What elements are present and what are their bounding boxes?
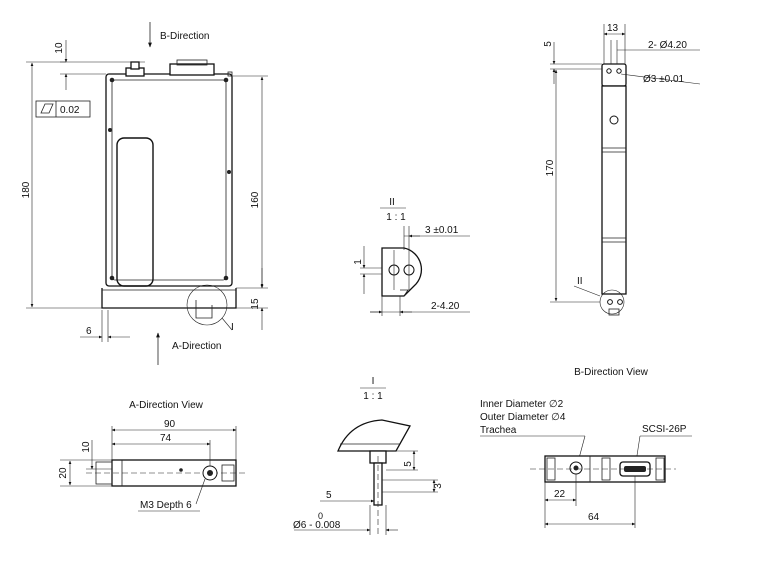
dim-inner: 160 (250, 191, 261, 208)
dim-bottom-offset: 6 (86, 326, 92, 337)
detail-ii-scale: 1 : 1 (386, 212, 406, 223)
dim-13: 13 (607, 23, 619, 34)
front-view: I 10 180 0.02 160 15 6 B- (21, 22, 268, 365)
screw-icon (223, 275, 229, 281)
top-fitting-nut (130, 61, 140, 70)
m3-note: M3 Depth 6 (140, 500, 192, 511)
dim-1: 1 (353, 259, 364, 265)
dim-a-10: 10 (81, 441, 92, 453)
dim-22: 22 (554, 489, 566, 500)
detail-circle-i (186, 284, 228, 326)
dim-height: 180 (21, 181, 32, 198)
detail-ii-label: II (389, 197, 395, 208)
side-port (609, 115, 619, 125)
dim-top: 10 (54, 42, 65, 54)
flatness-icon (40, 103, 54, 114)
display-window (116, 137, 154, 287)
dim-holes: 2-4.20 (431, 301, 460, 312)
connector-label: SCSI-26P (642, 424, 687, 435)
detail-i: I 1 : 1 5 3 5 0 Ø6 - 0.008 (293, 376, 444, 535)
flatness-frame (35, 100, 91, 118)
inner-diameter: Inner Diameter ∅2 (480, 399, 564, 410)
dim-i-5b: 5 (326, 490, 332, 501)
a-direction-view: A-Direction View 90 74 10 20 M3 Depth 6 (58, 400, 245, 512)
top-connector (169, 63, 215, 76)
a-view-title: A-Direction View (129, 400, 204, 411)
dim-i-5a: 5 (403, 461, 414, 467)
dim-side-5: 5 (543, 41, 554, 47)
screw-icon (109, 77, 115, 83)
hole-icon (617, 299, 623, 305)
flatness-value: 0.02 (60, 105, 80, 116)
hole-icon (607, 299, 613, 305)
tol-upper: 0 (318, 511, 323, 521)
dim-3-tol: 3 ±0.01 (425, 225, 459, 236)
dim-a-20: 20 (58, 467, 69, 479)
dim-base: 15 (250, 298, 261, 310)
base-plate (101, 288, 237, 309)
hole-icon (606, 68, 612, 74)
a-direction-label: A-Direction (172, 341, 221, 352)
screw-icon (108, 128, 112, 132)
detail-tag-i: I (231, 322, 234, 333)
detail-ii-part (381, 247, 423, 297)
top-connector-pins (176, 59, 208, 66)
detail-tag-ii: II (577, 276, 583, 287)
side-view: II 13 2- Ø4.20 Ø3 ±0.01 5 170 (543, 23, 701, 316)
detail-i-dome (337, 419, 411, 452)
dim-i-3: 3 (433, 483, 444, 489)
screw-icon (223, 77, 229, 83)
tol-lower: Ø6 - 0.008 (293, 520, 341, 531)
hole-icon (616, 68, 622, 74)
dim-90: 90 (164, 419, 176, 430)
detail-i-scale: 1 : 1 (363, 391, 383, 402)
screw-icon (227, 170, 231, 174)
detail-i-label: I (372, 376, 375, 387)
b-direction-label: B-Direction (160, 31, 209, 42)
b-view-title: B-Direction View (574, 367, 649, 378)
dim-side-holes: 2- Ø4.20 (648, 40, 687, 51)
device-inner-outline (111, 79, 227, 281)
dim-170: 170 (545, 159, 556, 176)
detail-ii: II 1 : 1 3 ±0.01 1 2-4.20 (353, 197, 470, 316)
screw-icon (109, 275, 115, 281)
b-direction-view: B-Direction View Inner Diameter ∅2 Outer… (480, 367, 692, 528)
dim-pin: Ø3 ±0.01 (643, 74, 685, 85)
trachea-label: Trachea (480, 425, 517, 436)
side-head (601, 63, 627, 87)
dim-64: 64 (588, 512, 600, 523)
device-body (105, 73, 233, 287)
dim-74: 74 (160, 433, 172, 444)
outer-diameter: Outer Diameter ∅4 (480, 412, 566, 423)
